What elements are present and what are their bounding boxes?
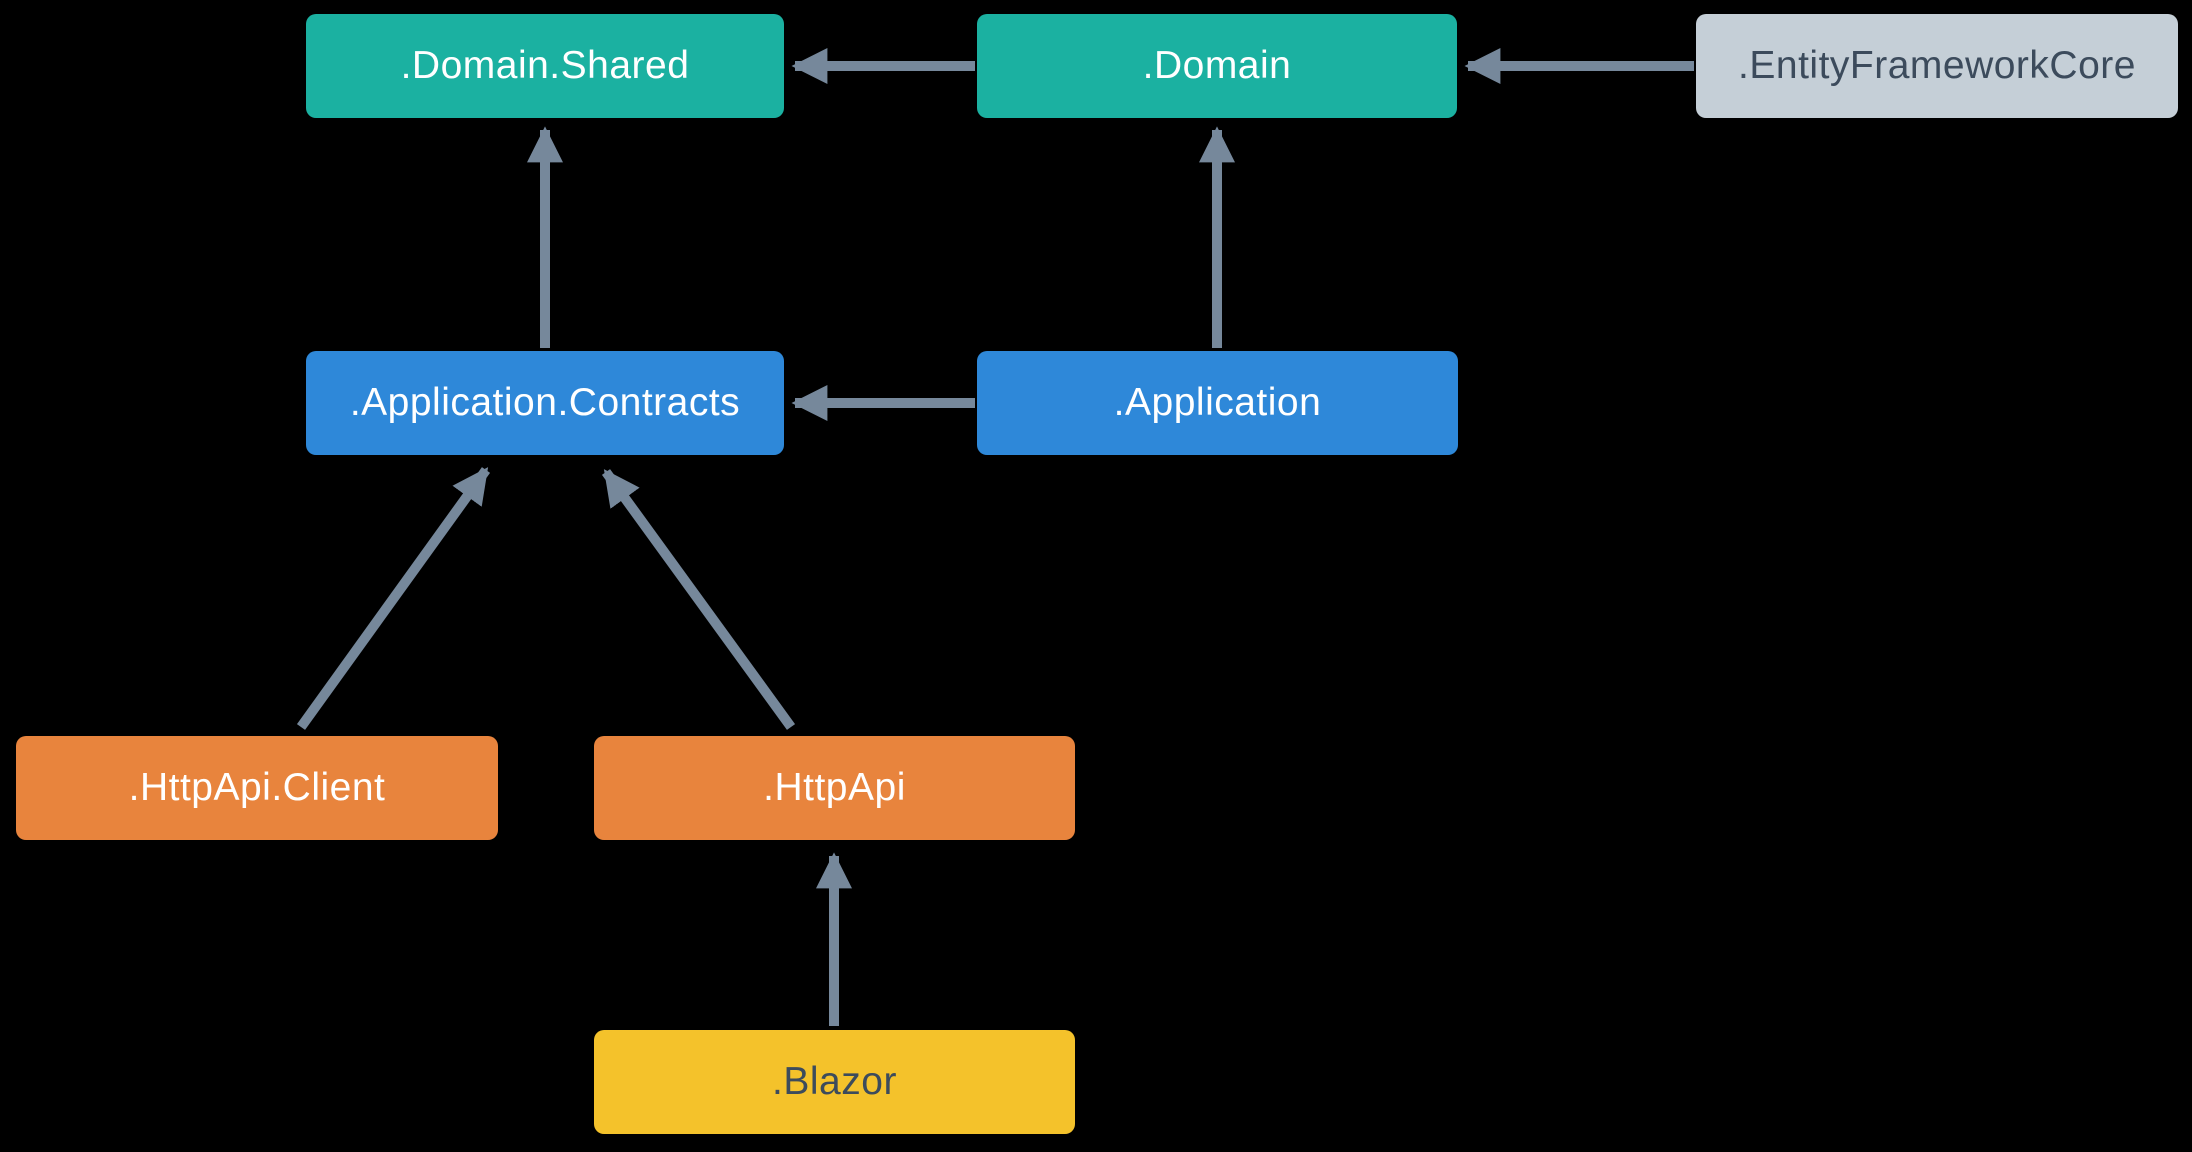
arrow-httpapi-client-to-application-contracts — [296, 467, 491, 730]
node-http-api: .HttpApi — [594, 736, 1075, 840]
node-http-api-client-label: .HttpApi.Client — [128, 766, 386, 809]
node-entity-framework-core-label: .EntityFrameworkCore — [1738, 44, 2136, 87]
node-application-contracts: .Application.Contracts — [306, 351, 784, 455]
node-application-label: .Application — [1113, 381, 1322, 424]
node-domain-label: .Domain — [1142, 44, 1292, 87]
node-blazor: .Blazor — [594, 1030, 1075, 1134]
node-domain-shared-label: .Domain.Shared — [400, 44, 690, 87]
node-domain: .Domain — [977, 14, 1457, 118]
arrow-httpapi-to-application-contracts — [601, 469, 796, 730]
node-http-api-client: .HttpApi.Client — [16, 736, 498, 840]
node-application-contracts-label: .Application.Contracts — [349, 381, 741, 424]
node-http-api-label: .HttpApi — [763, 766, 906, 809]
node-blazor-label: .Blazor — [772, 1060, 897, 1103]
node-entity-framework-core: .EntityFrameworkCore — [1696, 14, 2178, 118]
node-application: .Application — [977, 351, 1458, 455]
node-domain-shared: .Domain.Shared — [306, 14, 784, 118]
